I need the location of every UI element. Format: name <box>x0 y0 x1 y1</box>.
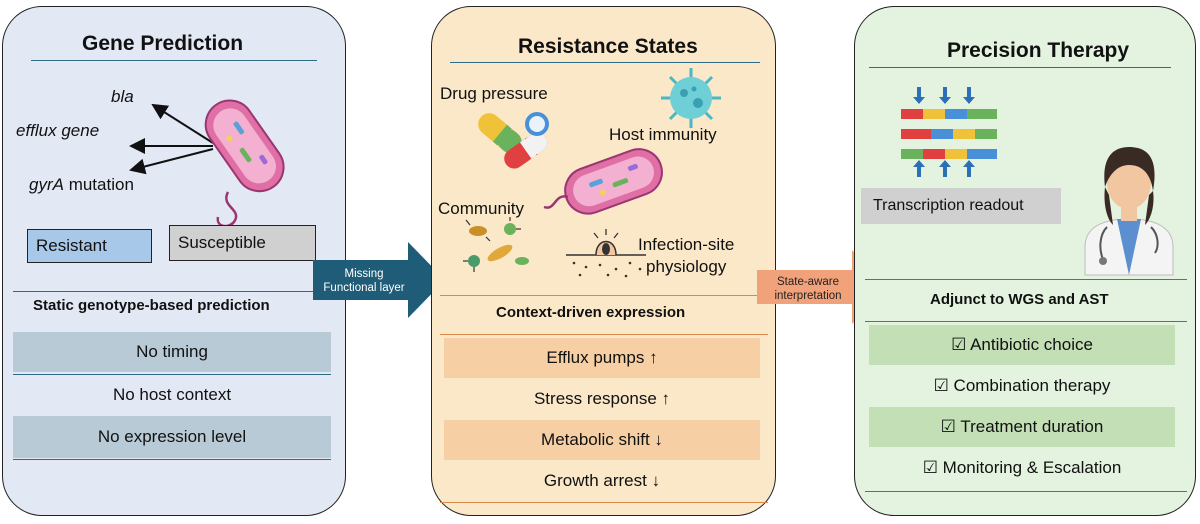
infection-site-label: Infection-site physiology <box>638 235 735 276</box>
row-divider <box>440 502 768 503</box>
row-divider <box>440 334 768 335</box>
gene-expression-icon <box>901 87 997 177</box>
therapy-row: ☑ Combination therapy <box>933 376 1111 395</box>
susceptible-box: Susceptible <box>169 225 316 261</box>
section-divider <box>865 279 1187 280</box>
gene-label-gyra: gyrA mutation <box>29 175 134 194</box>
expression-row: Stress response ↑ <box>533 389 671 408</box>
section-subtitle: Adjunct to WGS and AST <box>930 291 1109 308</box>
bacterium-icon <box>204 99 285 228</box>
row-divider <box>865 321 1187 322</box>
transcription-readout-box: Transcription readout <box>861 188 1061 224</box>
limitation-row: No expression level <box>13 416 331 458</box>
expression-row: Metabolic shift ↓ <box>444 420 760 460</box>
therapy-row: ☑ Monitoring & Escalation <box>922 458 1122 477</box>
missing-layer-arrow <box>313 242 445 318</box>
doctor-icon <box>1084 147 1174 276</box>
panel-title: Precision Therapy <box>947 39 1130 62</box>
resistant-box: Resistant <box>27 229 152 263</box>
pills-icon <box>478 112 549 169</box>
resistance-states-panel: Resistance States Drug pressure Host imm… <box>431 6 776 516</box>
expression-row: Efflux pumps ↑ <box>444 338 760 378</box>
virus-icon <box>661 68 721 128</box>
row-divider <box>13 374 331 375</box>
row-divider <box>13 459 331 460</box>
title-divider <box>869 67 1171 68</box>
gene-label-efflux: efflux gene <box>16 121 100 140</box>
expression-row: Growth arrest ↓ <box>543 471 661 490</box>
title-divider <box>31 60 317 61</box>
tissue-icon <box>566 229 646 278</box>
gene-label-bla: bla <box>111 87 134 106</box>
bacterium-icon <box>543 148 663 215</box>
panel-title: Resistance States <box>518 35 698 58</box>
drug-pressure-label: Drug pressure <box>440 84 548 103</box>
therapy-row: ☑ Treatment duration <box>869 407 1175 447</box>
section-subtitle: Context-driven expression <box>496 304 686 321</box>
microbial-community-icon <box>463 217 529 272</box>
gene-pointer-arrows <box>129 103 214 175</box>
community-label: Community <box>438 199 524 218</box>
section-divider <box>440 295 768 296</box>
host-immunity-label: Host immunity <box>609 125 717 144</box>
row-divider <box>865 491 1187 492</box>
precision-therapy-panel: Precision Therapy Transcription readout … <box>854 6 1196 516</box>
panel-title: Gene Prediction <box>82 32 244 55</box>
limitation-row: No host context <box>112 385 232 404</box>
therapy-row: ☑ Antibiotic choice <box>869 325 1175 365</box>
section-subtitle: Static genotype-based prediction <box>33 297 270 314</box>
limitation-row: No timing <box>13 332 331 372</box>
section-divider <box>13 291 337 292</box>
title-divider <box>450 62 760 63</box>
gene-prediction-panel: Gene Prediction bla efflux gene gyrA mut… <box>2 6 346 516</box>
